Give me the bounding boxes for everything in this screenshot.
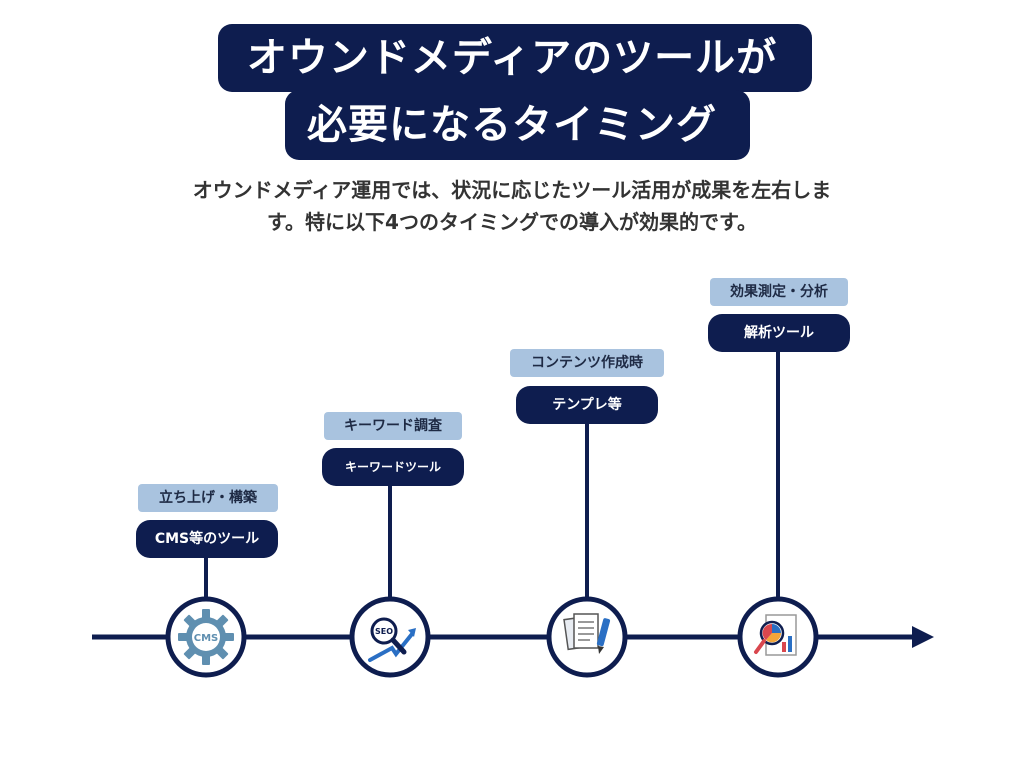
description-line-2: す。特に以下4つのタイミングでの導入が効果的です。 bbox=[267, 210, 757, 234]
stage-4-node bbox=[737, 596, 819, 678]
stage-3-node bbox=[546, 596, 628, 678]
cms-icon-text: CMS bbox=[194, 633, 219, 644]
stage-2-node: SEO bbox=[349, 596, 431, 678]
seo-magnifier-icon: SEO bbox=[368, 617, 416, 662]
cms-gear-icon: CMS bbox=[178, 609, 234, 665]
stage-1-category-label: 立ち上げ・構築 bbox=[138, 484, 278, 512]
stage-1-node: CMS bbox=[165, 596, 247, 678]
stage-2-category-label: キーワード調査 bbox=[324, 412, 462, 440]
stage-4-tool-label: 解析ツール bbox=[708, 314, 850, 352]
seo-icon-text: SEO bbox=[375, 627, 393, 636]
stage-1-tool-label: CMS等のツール bbox=[136, 520, 278, 558]
documents-pen-icon bbox=[563, 613, 611, 654]
description-line-1: オウンドメディア運用では、状況に応じたツール活用が成果を左右しま bbox=[192, 178, 832, 202]
stage-3-category-label: コンテンツ作成時 bbox=[510, 349, 664, 377]
timeline-arrowhead bbox=[912, 626, 934, 648]
stage-3-tool-label: テンプレ等 bbox=[516, 386, 658, 424]
stage-4-category-label: 効果測定・分析 bbox=[710, 278, 848, 306]
title-background-top bbox=[218, 24, 812, 92]
analytics-chart-icon bbox=[754, 614, 797, 656]
title-line-1: オウンドメディアのツールが bbox=[246, 35, 778, 81]
stage-2-tool-label: キーワードツール bbox=[322, 448, 464, 486]
title-line-2: 必要になるタイミング bbox=[307, 102, 717, 148]
title-background-bottom bbox=[285, 90, 750, 160]
